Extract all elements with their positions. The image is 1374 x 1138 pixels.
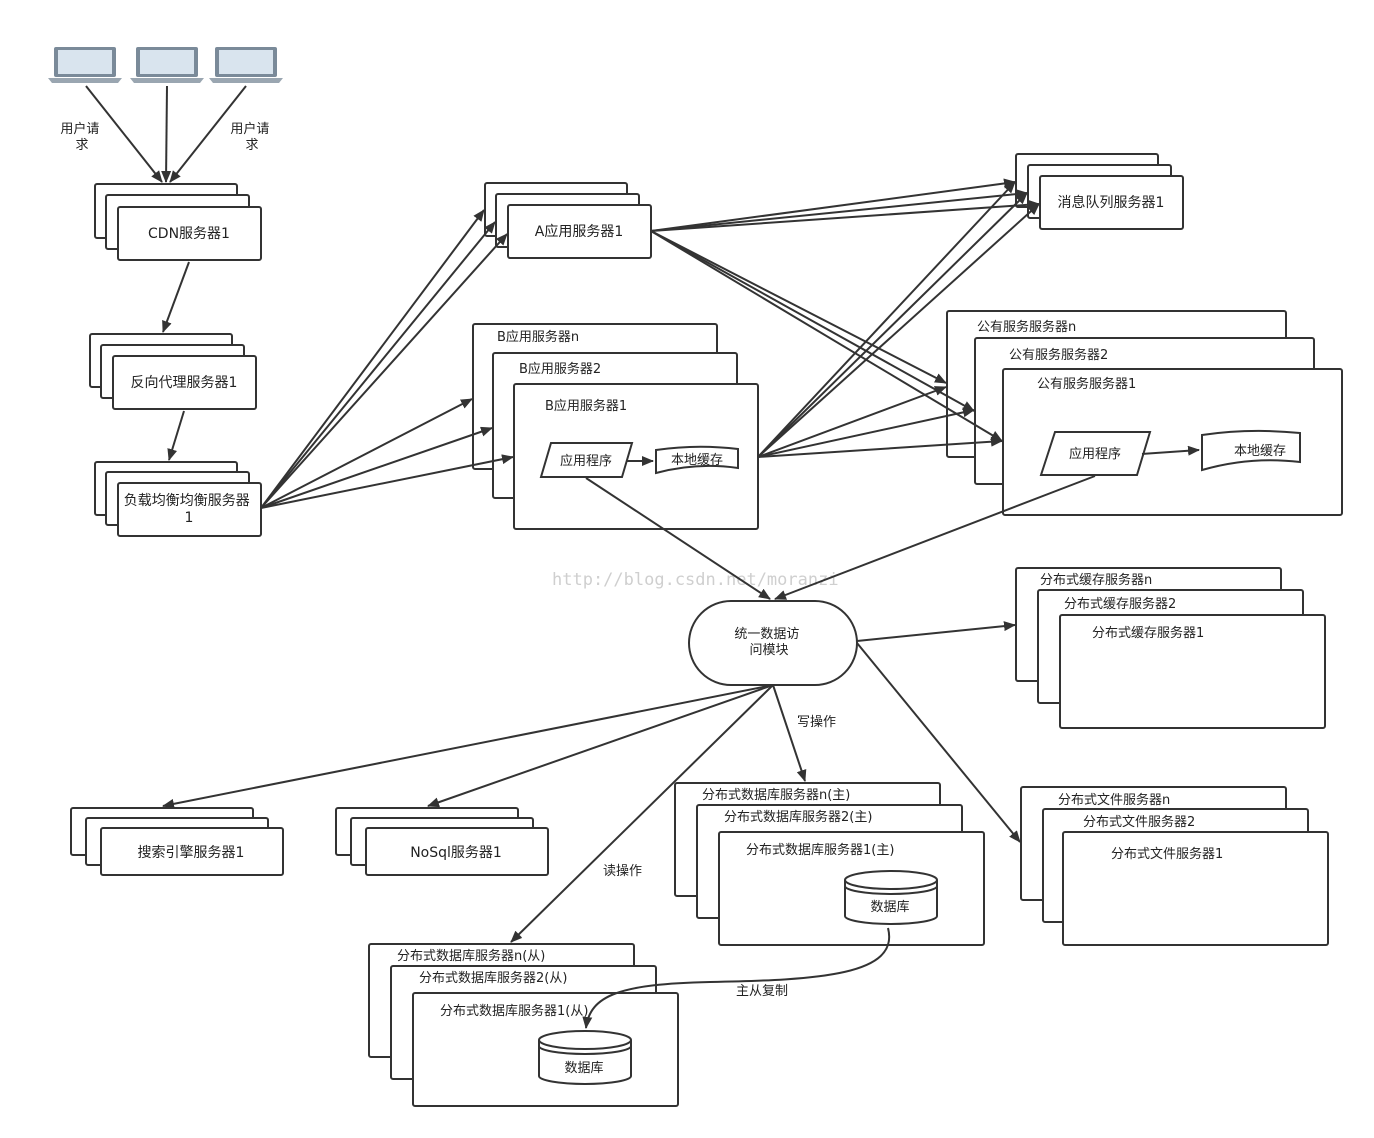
mq-server-label: 消息队列服务器1 — [1058, 194, 1165, 211]
app-a-to-public-arrows — [650, 230, 1003, 442]
app-server-b-1-label: B应用服务器1 — [545, 398, 627, 414]
db-slave-n-label: 分布式数据库服务器n(从) — [397, 948, 545, 964]
load-balancer-label: 负载均衡均衡服务器 1 — [124, 493, 254, 526]
public-service-2-label: 公有服务服务器2 — [1009, 347, 1108, 363]
mq-server-stack: 消息队列服务器1 — [1015, 153, 1184, 230]
lb-to-app-b-arrows — [260, 398, 514, 509]
public-app-program-label: 应用程序 — [1069, 446, 1121, 462]
db-master-database-label: 数据库 — [870, 899, 909, 915]
public-service-n-label: 公有服务服务器n — [977, 319, 1076, 335]
user-request-label-left: 用户请 求 — [60, 121, 103, 153]
laptop-icon — [209, 47, 283, 83]
app-program-shape — [539, 442, 634, 478]
db-slave-stack: 分布式数据库服务器n(从) 分布式数据库服务器2(从) 分布式数据库服务器1(从… — [368, 943, 679, 1107]
db-slave-2-label: 分布式数据库服务器2(从) — [419, 970, 567, 986]
cdn-server-stack: CDN服务器1 — [94, 183, 262, 261]
public-local-cache-shape — [1201, 429, 1301, 472]
app-program-label: 应用程序 — [560, 453, 612, 469]
public-service-stack: 公有服务服务器n 公有服务服务器2 公有服务服务器1 应用程序 本地缓存 — [946, 310, 1343, 516]
user-request-arrows — [85, 85, 247, 183]
db-slave-database-label: 数据库 — [564, 1060, 603, 1076]
app-a-to-mq-arrows — [650, 178, 1040, 232]
laptop-icon — [130, 47, 204, 83]
distributed-cache-2-label: 分布式缓存服务器2 — [1064, 596, 1176, 612]
data-module-arrows — [162, 621, 1021, 943]
app-server-a-stack: A应用服务器1 — [484, 182, 652, 259]
nosql-label: NoSql服务器1 — [410, 845, 502, 861]
distributed-cache-stack: 分布式缓存服务器n 分布式缓存服务器2 分布式缓存服务器1 — [1015, 567, 1326, 729]
watermark-text: http://blog.csdn.net/moranzi — [552, 570, 839, 590]
distributed-file-1-label: 分布式文件服务器1 — [1111, 846, 1223, 862]
app-server-a-label: A应用服务器1 — [535, 223, 623, 240]
reverse-proxy-stack: 反向代理服务器1 — [89, 333, 257, 410]
b-app-to-data-arrow — [585, 477, 771, 600]
local-cache-label: 本地缓存 — [671, 453, 723, 468]
db-slave-1-label: 分布式数据库服务器1(从) — [440, 1003, 588, 1019]
database-icon — [844, 870, 938, 925]
laptop-icon — [48, 47, 122, 83]
search-engine-stack: 搜索引擎服务器1 — [70, 807, 284, 876]
unified-data-access-module: 统一数据访 问模块 — [688, 600, 858, 686]
distributed-file-n-label: 分布式文件服务器n — [1058, 792, 1170, 808]
app-b-to-mq-arrows — [757, 181, 1040, 458]
replication-arrow — [582, 927, 891, 1029]
app-server-b-2-label: B应用服务器2 — [519, 361, 601, 377]
replication-label: 主从复制 — [736, 984, 788, 999]
nosql-stack: NoSql服务器1 — [335, 807, 549, 876]
cdn-server-label: CDN服务器1 — [148, 226, 230, 242]
public-local-cache-label: 本地缓存 — [1234, 444, 1286, 459]
lb-to-app-a-arrows — [260, 209, 508, 509]
public-app-program-shape — [1039, 431, 1152, 476]
app-server-b-stack: B应用服务器n B应用服务器2 B应用服务器1 应用程序 本地缓存 — [472, 323, 759, 530]
load-balancer-stack: 负载均衡均衡服务器 1 — [94, 461, 262, 537]
distributed-file-2-label: 分布式文件服务器2 — [1083, 814, 1195, 830]
app-server-b-n-label: B应用服务器n — [497, 329, 579, 345]
db-master-1-label: 分布式数据库服务器1(主) — [746, 842, 894, 858]
search-engine-label: 搜索引擎服务器1 — [138, 844, 245, 861]
public-app-to-data-arrow — [774, 475, 1096, 600]
db-master-stack: 分布式数据库服务器n(主) 分布式数据库服务器2(主) 分布式数据库服务器1(主… — [674, 782, 985, 946]
database-icon — [538, 1030, 632, 1085]
public-service-1-label: 公有服务服务器1 — [1037, 376, 1136, 392]
write-op-label: 写操作 — [797, 714, 836, 730]
distributed-file-stack: 分布式文件服务器n 分布式文件服务器2 分布式文件服务器1 — [1020, 786, 1329, 946]
user-request-label-right: 用户请 求 — [230, 121, 273, 153]
db-master-2-label: 分布式数据库服务器2(主) — [724, 809, 872, 825]
reverse-proxy-label: 反向代理服务器1 — [131, 375, 238, 391]
local-cache-shape — [655, 445, 739, 475]
distributed-cache-n-label: 分布式缓存服务器n — [1040, 572, 1152, 588]
read-op-label: 读操作 — [603, 863, 642, 879]
unified-data-access-label: 统一数据访 问模块 — [734, 627, 803, 658]
db-master-n-label: 分布式数据库服务器n(主) — [702, 787, 850, 803]
distributed-cache-1-label: 分布式缓存服务器1 — [1092, 625, 1204, 641]
app-b-to-public-arrows — [757, 386, 1003, 458]
